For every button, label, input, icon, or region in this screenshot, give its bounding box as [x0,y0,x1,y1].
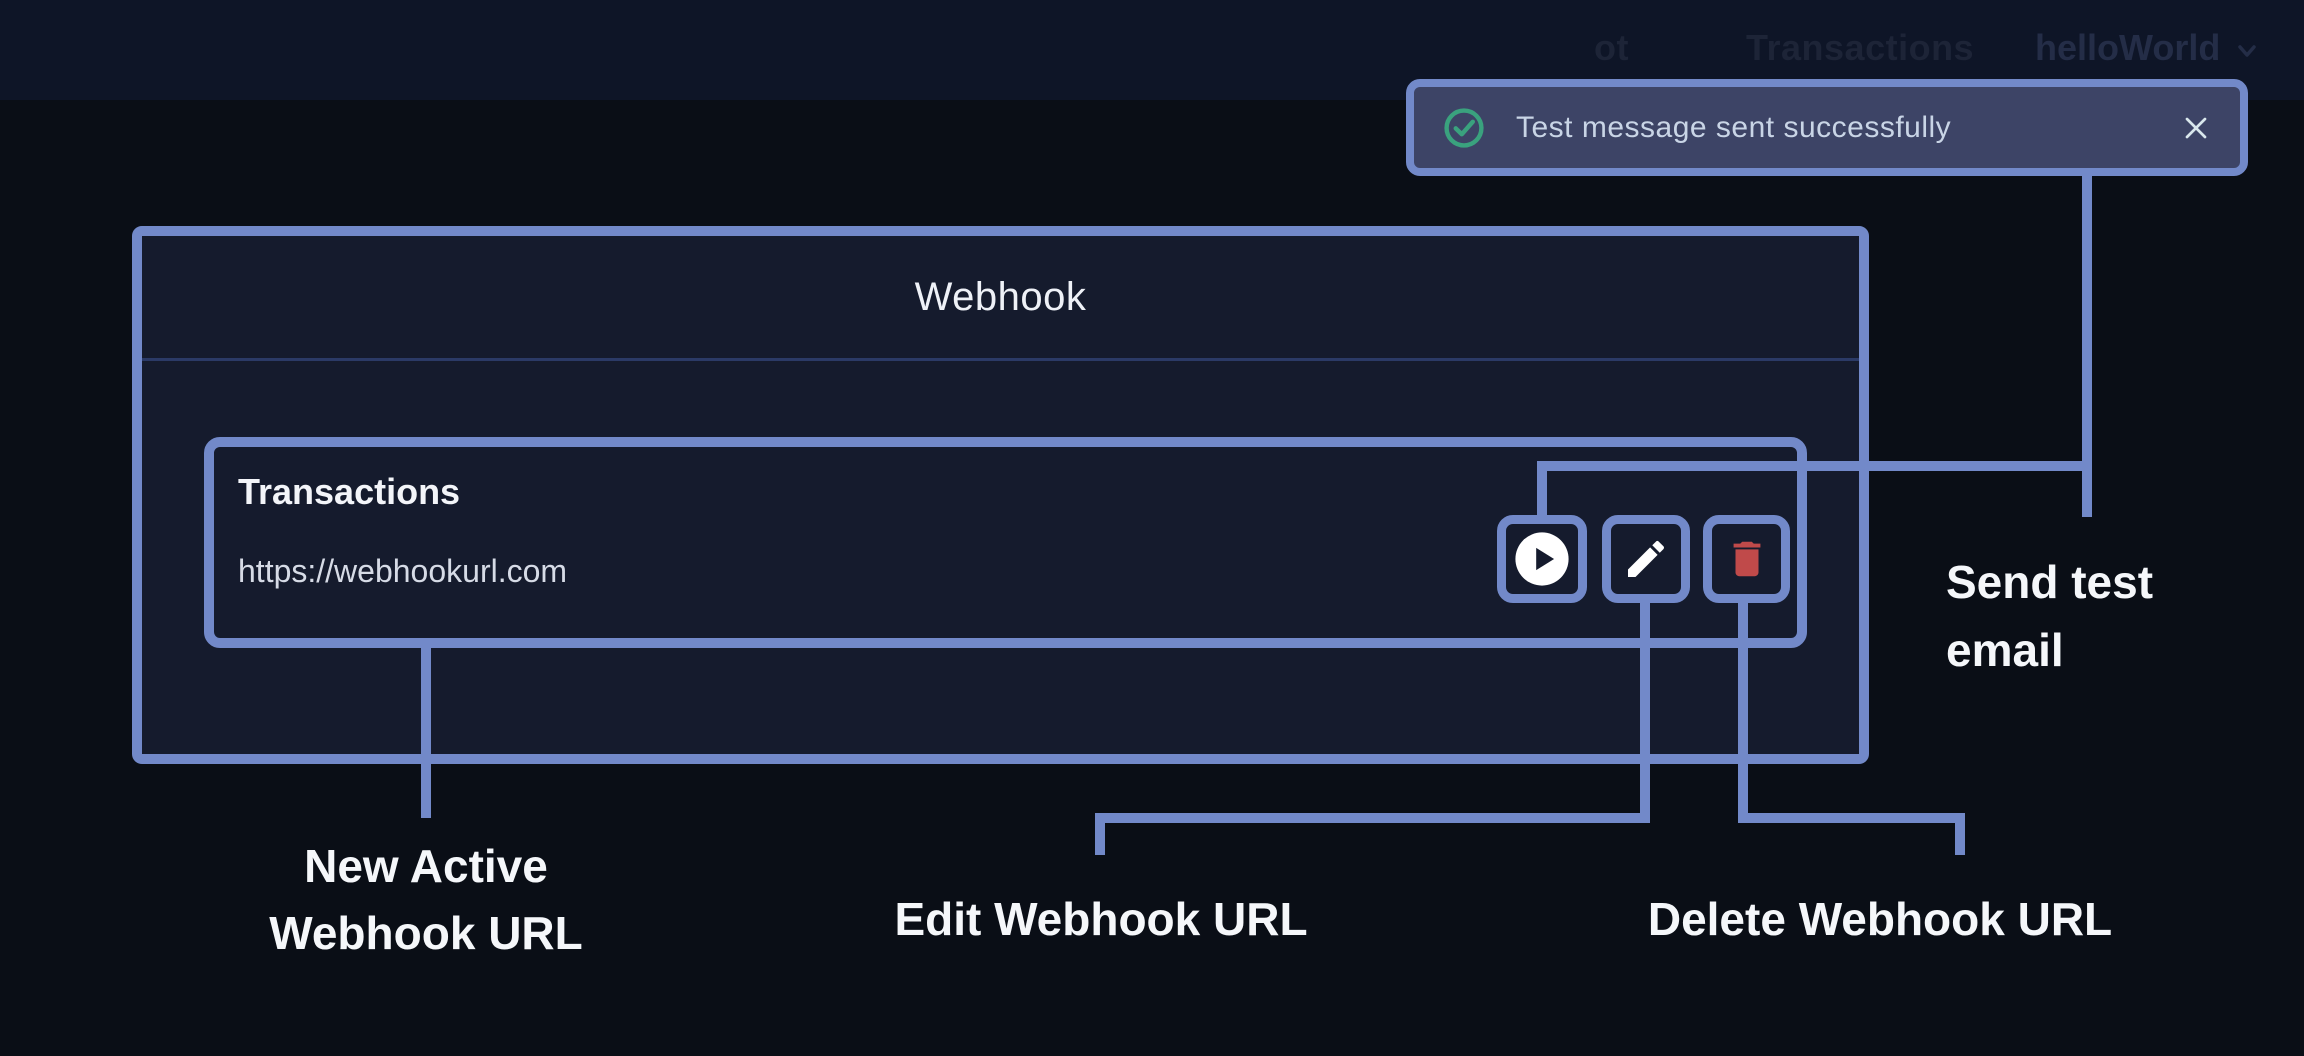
callout-line: email [1946,624,2064,676]
connector-edit-horizontal [1095,813,1650,823]
toast-message: Test message sent successfully [1516,110,1952,144]
callout-line: Edit Webhook URL [894,893,1308,945]
top-nav-bar: ot Transactions helloWorld [0,0,2304,100]
toast-success: Test message sent successfully [1406,79,2248,176]
edit-webhook-button[interactable] [1602,515,1690,603]
connector-edit-stub [1095,813,1105,855]
chevron-down-icon [2238,45,2257,57]
nav-item-fragment[interactable]: ot [1594,27,1629,68]
panel-divider [142,358,1859,361]
webhook-name: Transactions [238,471,461,512]
callout-new-active-webhook-url: New Active Webhook URL [126,833,726,967]
close-icon[interactable] [2178,110,2214,146]
trash-icon [1733,541,1760,577]
connector-send-test-horizontal [1537,461,2092,471]
connector-new-active-vertical [421,648,431,818]
connector-edit-vertical [1640,600,1650,823]
account-menu[interactable]: helloWorld [2035,27,2260,69]
check-circle-icon [1444,107,1484,148]
callout-line: Delete Webhook URL [1647,893,2113,945]
send-test-button[interactable] [1497,515,1587,603]
callout-delete-webhook-url: Delete Webhook URL [1580,886,2180,953]
callout-line: Webhook URL [269,907,583,959]
account-label: helloWorld [2035,27,2221,68]
panel-title: Webhook [914,274,1087,319]
connector-delete-stub [1955,813,1965,855]
callout-line: Send test [1946,556,2154,608]
callout-line: New Active [304,840,548,892]
connector-play-stub [1537,461,1547,517]
webhook-url: https://webhookurl.com [238,553,568,589]
play-circle-icon [1515,532,1569,586]
pencil-icon [1628,540,1665,577]
connector-delete-vertical [1738,600,1748,823]
connector-delete-horizontal [1738,813,1965,823]
callout-edit-webhook-url: Edit Webhook URL [801,886,1401,953]
nav-item-transactions[interactable]: Transactions [1746,27,1975,68]
connector-toast-vertical [2082,172,2092,517]
delete-webhook-button[interactable] [1703,515,1790,603]
callout-send-test-email: Send test email [1946,548,2153,684]
